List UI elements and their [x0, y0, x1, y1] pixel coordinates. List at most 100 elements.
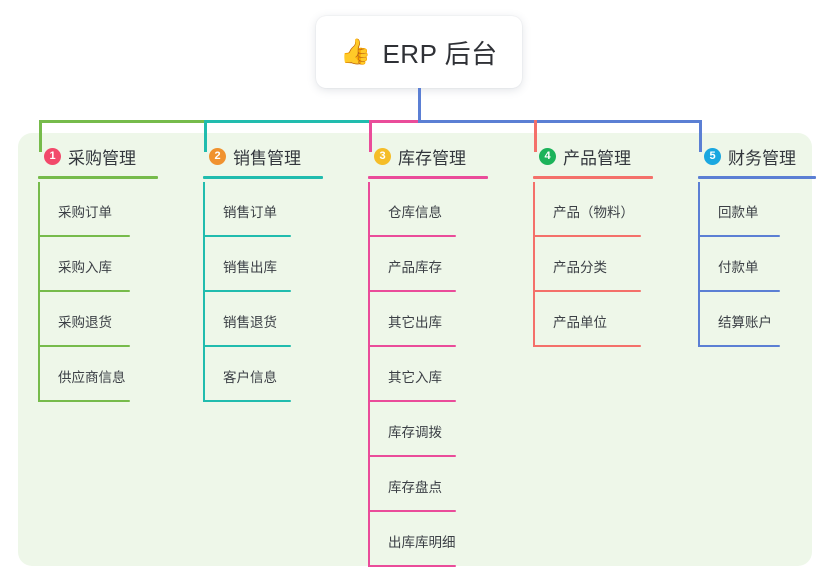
leaf-item-underline	[698, 345, 780, 347]
leaf-item-label: 付款单	[718, 260, 759, 275]
leaf-item-underline	[203, 235, 291, 237]
branch-badge-3: 3	[374, 147, 391, 165]
leaf-item-underline	[38, 290, 130, 292]
trunk-segment-3	[369, 120, 418, 123]
leaf-item-label: 采购入库	[58, 260, 112, 275]
leaf-item-underline	[368, 345, 456, 347]
branch-column-财务管理: 5 财务管理回款单付款单结算账户	[698, 145, 816, 347]
leaf-item-underline	[368, 455, 456, 457]
branch-header-underline	[533, 176, 653, 179]
leaf-spine-line	[203, 182, 205, 237]
leaf-item-underline	[368, 565, 456, 567]
branch-column-产品管理: 4 产品管理产品（物料） 产品分类产品单位	[533, 145, 653, 347]
leaf-spine-line	[368, 292, 370, 347]
leaf-item-underline	[368, 290, 456, 292]
leaf-item-underline	[38, 400, 130, 402]
leaf-item-underline	[368, 400, 456, 402]
trunk-segment-2	[204, 120, 369, 123]
leaf-item-underline	[368, 235, 456, 237]
branch-header-产品管理[interactable]: 4 产品管理	[533, 145, 631, 168]
leaf-spine-line	[203, 292, 205, 347]
branch-header-库存管理[interactable]: 3 库存管理	[368, 145, 466, 168]
branch-title-label: 销售管理	[233, 148, 301, 168]
leaf-item-label: 产品分类	[553, 260, 607, 275]
leaf-item-underline	[203, 290, 291, 292]
leaf-item-label: 采购订单	[58, 205, 112, 220]
leaf-item-label: 其它入库	[388, 370, 442, 385]
leaf-spine-line	[368, 237, 370, 292]
leaf-item-underline	[533, 345, 641, 347]
trunk-segment-4	[418, 120, 701, 123]
root-node-card[interactable]: 👍 ERP 后台	[316, 16, 522, 88]
leaf-item-underline	[203, 400, 291, 402]
leaf-spine-line	[368, 402, 370, 457]
branch-stem-4	[534, 120, 537, 152]
branch-title-label: 库存管理	[398, 148, 466, 168]
leaf-spine-line	[203, 347, 205, 402]
diagram-panel-background	[18, 133, 812, 566]
leaf-item-label: 采购退货	[58, 315, 112, 330]
leaf-spine-line	[533, 182, 535, 237]
leaf-item-label: 仓库信息	[388, 205, 442, 220]
leaf-spine-line	[38, 292, 40, 347]
leaf-spine-line	[698, 292, 700, 347]
branch-stem-3	[369, 120, 372, 152]
leaf-item-label: 客户信息	[223, 370, 277, 385]
branch-header-underline	[38, 176, 158, 179]
leaf-spine-line	[368, 182, 370, 237]
root-node-content: 👍 ERP 后台	[340, 34, 497, 71]
leaf-spine-line	[38, 347, 40, 402]
branch-header-采购管理[interactable]: 1 采购管理	[38, 145, 136, 168]
branch-title-label: 产品管理	[563, 148, 631, 168]
leaf-item-underline	[533, 235, 641, 237]
branch-stem-2	[204, 120, 207, 152]
leaf-item-underline	[38, 345, 130, 347]
branch-badge-1: 1	[44, 147, 61, 165]
branch-badge-5: 5	[704, 147, 721, 165]
leaf-spine-line	[698, 237, 700, 292]
leaf-spine-line	[38, 237, 40, 292]
branch-badge-4: 4	[539, 147, 556, 165]
leaf-item-underline	[203, 345, 291, 347]
root-node-label: ERP 后台	[382, 38, 498, 69]
leaf-item-label: 回款单	[718, 205, 759, 220]
leaf-spine-line	[203, 237, 205, 292]
branch-header-underline	[203, 176, 323, 179]
leaf-item-underline	[698, 235, 780, 237]
leaf-item-label: 销售出库	[223, 260, 277, 275]
leaf-spine-line	[38, 182, 40, 237]
leaf-item-underline	[533, 290, 641, 292]
leaf-spine-line	[533, 292, 535, 347]
leaf-spine-line	[368, 457, 370, 512]
leaf-item-underline	[38, 235, 130, 237]
root-stem-line	[418, 88, 421, 123]
leaf-item-label: 库存盘点	[388, 480, 442, 495]
branch-header-财务管理[interactable]: 5 财务管理	[698, 145, 796, 168]
branch-header-underline	[368, 176, 488, 179]
leaf-item-label: 销售订单	[223, 205, 277, 220]
leaf-item-label: 产品（物料）	[553, 205, 634, 220]
branch-stem-1	[39, 120, 42, 152]
thumbs-up-icon: 👍	[340, 37, 372, 66]
leaf-item-label: 产品库存	[388, 260, 442, 275]
leaf-spine-line	[368, 347, 370, 402]
leaf-spine-line	[533, 237, 535, 292]
leaf-item-underline	[698, 290, 780, 292]
leaf-item-label: 出库库明细	[388, 535, 456, 550]
branch-title-label: 财务管理	[728, 148, 796, 168]
leaf-item-underline	[368, 510, 456, 512]
leaf-item-label: 销售退货	[223, 315, 277, 330]
branch-stem-5	[699, 120, 702, 152]
branch-title-label: 采购管理	[68, 148, 136, 168]
trunk-segment-1	[39, 120, 204, 123]
branch-header-underline	[698, 176, 816, 179]
leaf-spine-line	[698, 182, 700, 237]
leaf-item-label: 其它出库	[388, 315, 442, 330]
leaf-item-label: 结算账户	[718, 315, 772, 330]
leaf-item-label: 产品单位	[553, 315, 607, 330]
